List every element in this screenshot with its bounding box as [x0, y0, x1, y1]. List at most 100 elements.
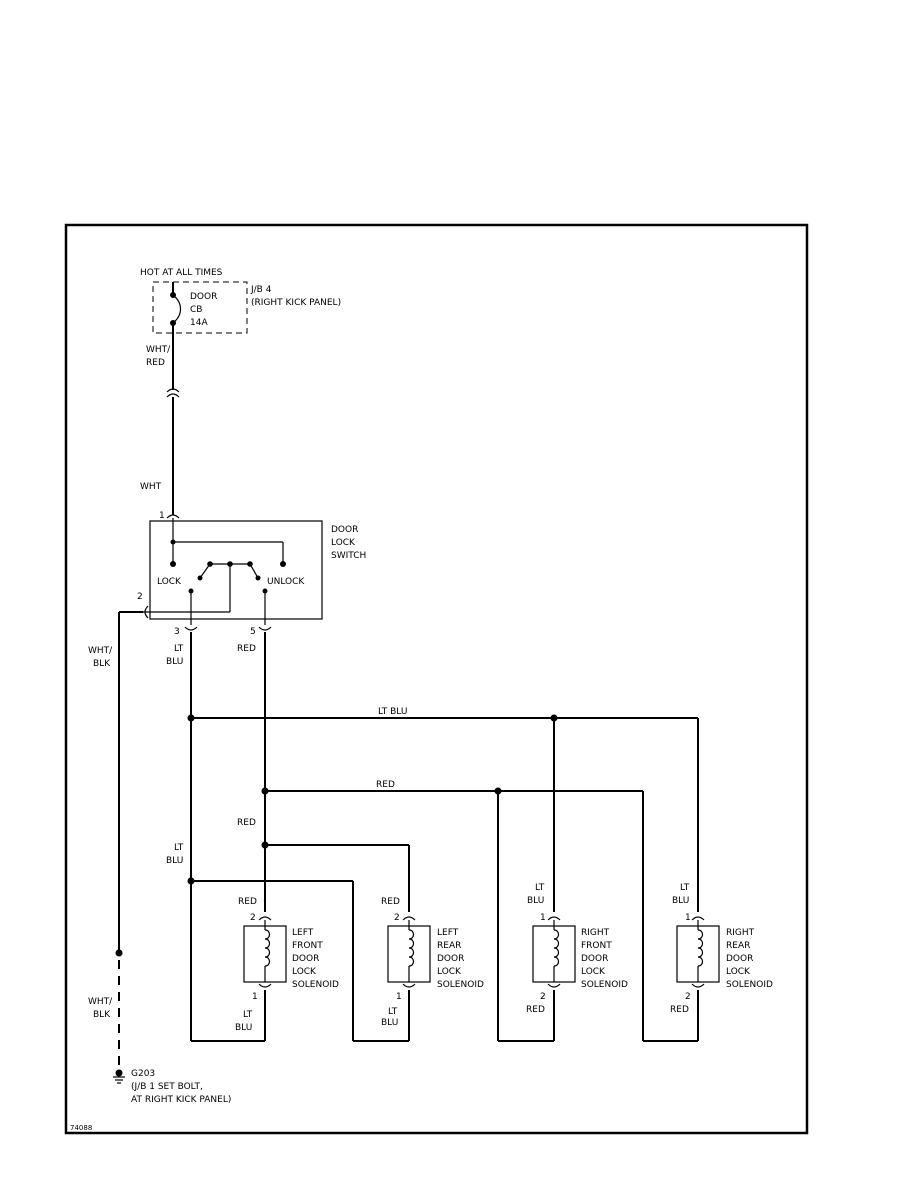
- solenoid-label-1: LEFT: [437, 928, 459, 938]
- connector-icon: [258, 916, 272, 921]
- solenoid-bottom-pin: 1: [396, 992, 402, 1002]
- solenoid-top-pin: 2: [250, 913, 256, 923]
- wire-label-lt-blu: LT BLU: [378, 707, 407, 717]
- connector-icon: [402, 916, 416, 921]
- connector-icon: [402, 983, 416, 988]
- ground-name: G203: [131, 1069, 155, 1079]
- solenoid-label-5: SOLENOID: [292, 980, 339, 990]
- solenoid-label-2: REAR: [726, 941, 750, 951]
- wire-label-red-3: RED: [237, 818, 256, 828]
- wire-label-red-2: RED: [376, 780, 395, 790]
- lock-switch-arm: [199, 563, 211, 579]
- solenoid-top-pin: 1: [685, 913, 691, 923]
- wire-label-wht-red-1: WHT/: [146, 345, 171, 355]
- junction-block-4: [152, 281, 248, 334]
- connector-icon: [547, 983, 561, 988]
- switch-pin-5: 5: [250, 627, 256, 637]
- switch-name-1: DOOR: [331, 525, 358, 535]
- wire-label-red-5: RED: [381, 897, 400, 907]
- wire-label-wht: WHT: [140, 482, 162, 492]
- switch-name-2: LOCK: [331, 538, 356, 548]
- fuse-rating: 14A: [190, 318, 208, 328]
- wire-label-wht-blk-1: WHT/: [88, 646, 113, 656]
- wire-label-blu-5: BLU: [527, 896, 544, 906]
- solenoid-label-1: RIGHT: [581, 928, 610, 938]
- solenoid-label-3: DOOR: [437, 954, 464, 964]
- solenoid-label-5: SOLENOID: [726, 980, 773, 990]
- left-front-door-lock-solenoid: RED 2 1 LEFT FRONT DOOR LOCK SOLENOID LT…: [235, 897, 339, 1033]
- solenoid-label-3: DOOR: [292, 954, 319, 964]
- connector-icon: [691, 916, 705, 921]
- solenoid-label-4: LOCK: [581, 967, 606, 977]
- right-rear-door-lock-solenoid: LT BLU 1 2 RIGHT REAR DOOR LOCK SOLENOID…: [670, 883, 773, 1015]
- solenoid-label-4: LOCK: [292, 967, 317, 977]
- wire-label-blu-6: BLU: [672, 896, 689, 906]
- solenoid-label-5: SOLENOID: [581, 980, 628, 990]
- connector-icon: [258, 626, 272, 631]
- ground-desc-1: (J/B 1 SET BOLT,: [131, 1082, 203, 1092]
- connector-icon: [691, 983, 705, 988]
- right-front-door-lock-solenoid: LT BLU 1 2 RIGHT FRONT DOOR LOCK SOLENOI…: [526, 883, 628, 1015]
- ground-icon: [113, 1076, 125, 1084]
- fuse-type: CB: [190, 305, 202, 315]
- connector-icon: [184, 626, 198, 631]
- switch-pin-2: 2: [137, 592, 143, 602]
- solenoid-label-4: LOCK: [437, 967, 462, 977]
- left-rear-door-lock-solenoid: RED 2 1 LEFT REAR DOOR LOCK SOLENOID LT …: [381, 897, 484, 1028]
- connector-icon: [166, 388, 180, 393]
- solenoid-coil-icon: [264, 929, 271, 967]
- solenoid-label-3: DOOR: [726, 954, 753, 964]
- solenoid-label-1: LEFT: [292, 928, 314, 938]
- wire-label-red-1: RED: [237, 644, 256, 654]
- solenoid-label-2: FRONT: [581, 941, 612, 951]
- jb-name: J/B 4: [250, 285, 272, 295]
- wire-label-red-4: RED: [238, 897, 257, 907]
- fuse-name: DOOR: [190, 292, 217, 302]
- circuit-breaker-icon: [172, 294, 182, 324]
- ground-desc-2: AT RIGHT KICK PANEL): [131, 1095, 231, 1105]
- connector-icon: [547, 916, 561, 921]
- solenoid-label-1: RIGHT: [726, 928, 755, 938]
- connector-icon: [258, 983, 272, 988]
- solenoid-bottom-pin: 2: [540, 992, 546, 1002]
- wire-label-red-6: RED: [526, 1005, 545, 1015]
- wire-label-lt-3: LT: [243, 1010, 253, 1020]
- solenoid-label-5: SOLENOID: [437, 980, 484, 990]
- solenoid-top-pin: 1: [540, 913, 546, 923]
- wire-label-lt-1: LT: [174, 644, 184, 654]
- wire-label-wht-blk-3: WHT/: [88, 997, 113, 1007]
- solenoid-label-4: LOCK: [726, 967, 751, 977]
- solenoid-label-2: REAR: [437, 941, 461, 951]
- wire-label-lt-6: LT: [680, 883, 690, 893]
- connector-icon: [166, 393, 180, 398]
- lock-position-label: LOCK: [157, 577, 182, 587]
- wire-label-red-7: RED: [670, 1005, 689, 1015]
- solenoid-coil-icon: [697, 929, 704, 967]
- unlock-switch-arm: [249, 563, 259, 579]
- switch-name-3: SWITCH: [331, 551, 366, 561]
- unlock-position-label: UNLOCK: [267, 577, 305, 587]
- wire-label-wht-blk-2: BLK: [93, 659, 111, 669]
- wire-label-wht-red-2: RED: [146, 358, 165, 368]
- hot-at-all-times-label: HOT AT ALL TIMES: [140, 268, 223, 278]
- door-lock-switch-box: [149, 520, 323, 620]
- wire-label-lt-4: LT: [388, 1007, 398, 1017]
- wire-label-lt-2: LT: [174, 843, 184, 853]
- jb-location: (RIGHT KICK PANEL): [251, 298, 341, 308]
- solenoid-coil-icon: [408, 929, 415, 967]
- wire-label-blu-2: BLU: [166, 856, 183, 866]
- wire-label-lt-5: LT: [535, 883, 545, 893]
- solenoid-coil-icon: [553, 929, 560, 967]
- wire-label-wht-blk-4: BLK: [93, 1010, 111, 1020]
- wire-label-blu-4: BLU: [381, 1018, 398, 1028]
- solenoid-bottom-pin: 2: [685, 992, 691, 1002]
- connector-icon: [144, 605, 149, 619]
- diagram-frame: [64, 223, 809, 1135]
- diagram-id: 74088: [70, 1124, 92, 1132]
- solenoid-label-3: DOOR: [581, 954, 608, 964]
- solenoid-bottom-pin: 1: [252, 992, 258, 1002]
- connector-icon: [166, 514, 180, 519]
- wire-label-blu-1: BLU: [166, 657, 183, 667]
- switch-pin-3: 3: [174, 627, 180, 637]
